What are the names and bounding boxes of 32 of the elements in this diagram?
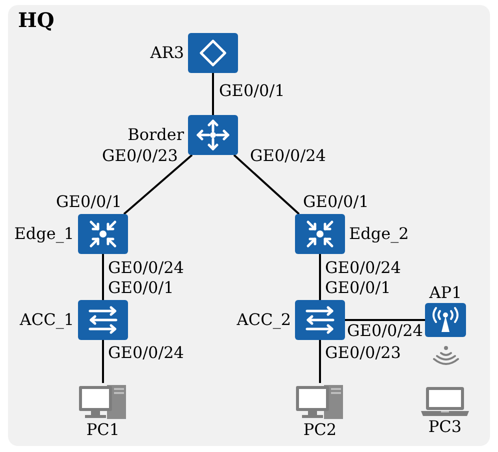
device-label: AP1 (429, 283, 462, 303)
area-panel (8, 5, 490, 446)
port-label: GE0/0/24 (250, 148, 326, 164)
device-label: Edge_2 (349, 224, 409, 244)
connection-line (212, 73, 214, 115)
port-label: GE0/0/1 (219, 83, 285, 99)
port-label: GE0/0/24 (108, 260, 184, 276)
device-label: PC2 (303, 420, 337, 440)
connection-line (319, 254, 321, 300)
device-label: Border (128, 125, 184, 145)
port-label: GE0/0/1 (325, 280, 391, 296)
device-label: PC1 (86, 420, 120, 440)
port-label: GE0/0/23 (325, 345, 401, 361)
port-label: GE0/0/1 (108, 280, 174, 296)
device-label: ACC_1 (20, 310, 74, 330)
area-title: HQ (18, 8, 54, 33)
port-label: GE0/0/23 (102, 148, 178, 164)
connection-line (102, 254, 104, 300)
port-label: GE0/0/24 (347, 323, 423, 339)
connection-line (102, 340, 104, 383)
device-label: ACC_2 (236, 310, 291, 330)
device-label: AR3 (150, 43, 184, 63)
connection-line (233, 154, 300, 215)
port-label: GE0/0/1 (303, 194, 369, 210)
port-label: GE0/0/24 (325, 260, 401, 276)
port-label: GE0/0/1 (56, 194, 122, 210)
port-label: GE0/0/24 (108, 345, 184, 361)
connection-line (123, 154, 193, 215)
connection-line (319, 340, 321, 383)
device-label: PC3 (428, 417, 462, 437)
connection-line (345, 319, 425, 321)
device-label: Edge_1 (14, 224, 74, 244)
